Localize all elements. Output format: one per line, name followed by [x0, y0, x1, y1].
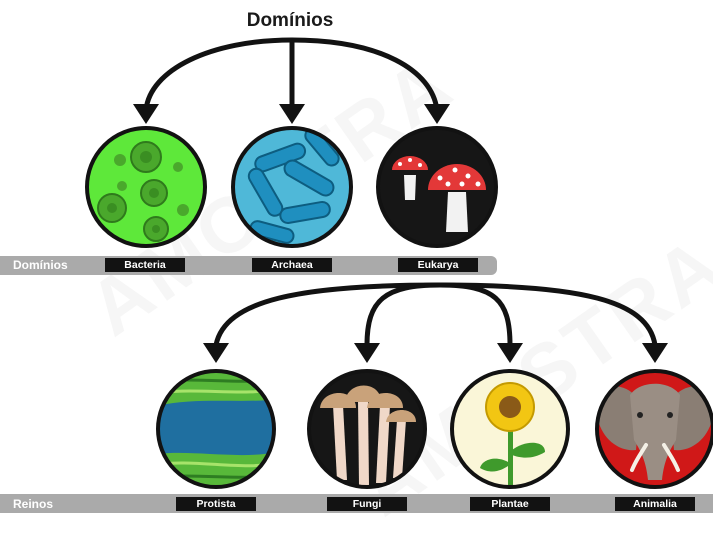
domain-arrowheads: [133, 104, 450, 124]
label-fungi: Fungi: [327, 497, 407, 511]
kingdom-arrows: [216, 285, 655, 345]
label-eukarya: Eukarya: [398, 258, 478, 272]
domain-arrows: [146, 40, 437, 110]
fungi-image: [309, 371, 425, 487]
label-archaea: Archaea: [252, 258, 332, 272]
label-bacteria: Bacteria: [105, 258, 185, 272]
label-animalia: Animalia: [615, 497, 695, 511]
kingdom-arrowheads: [203, 343, 668, 363]
protista-image: [150, 368, 285, 490]
animalia-image: [597, 371, 713, 487]
label-plantae: Plantae: [470, 497, 550, 511]
label-protista: Protista: [176, 497, 256, 511]
plantae-image: [452, 371, 568, 490]
eukarya-image: [378, 128, 496, 246]
kingdoms-band-label: Reinos: [13, 497, 53, 511]
domains-band-label: Domínios: [13, 258, 68, 272]
taxonomy-diagram: AMOSTRA AMOSTRA Domínios: [0, 0, 713, 514]
bacteria-image: [87, 128, 205, 246]
archaea-image: [233, 126, 351, 246]
